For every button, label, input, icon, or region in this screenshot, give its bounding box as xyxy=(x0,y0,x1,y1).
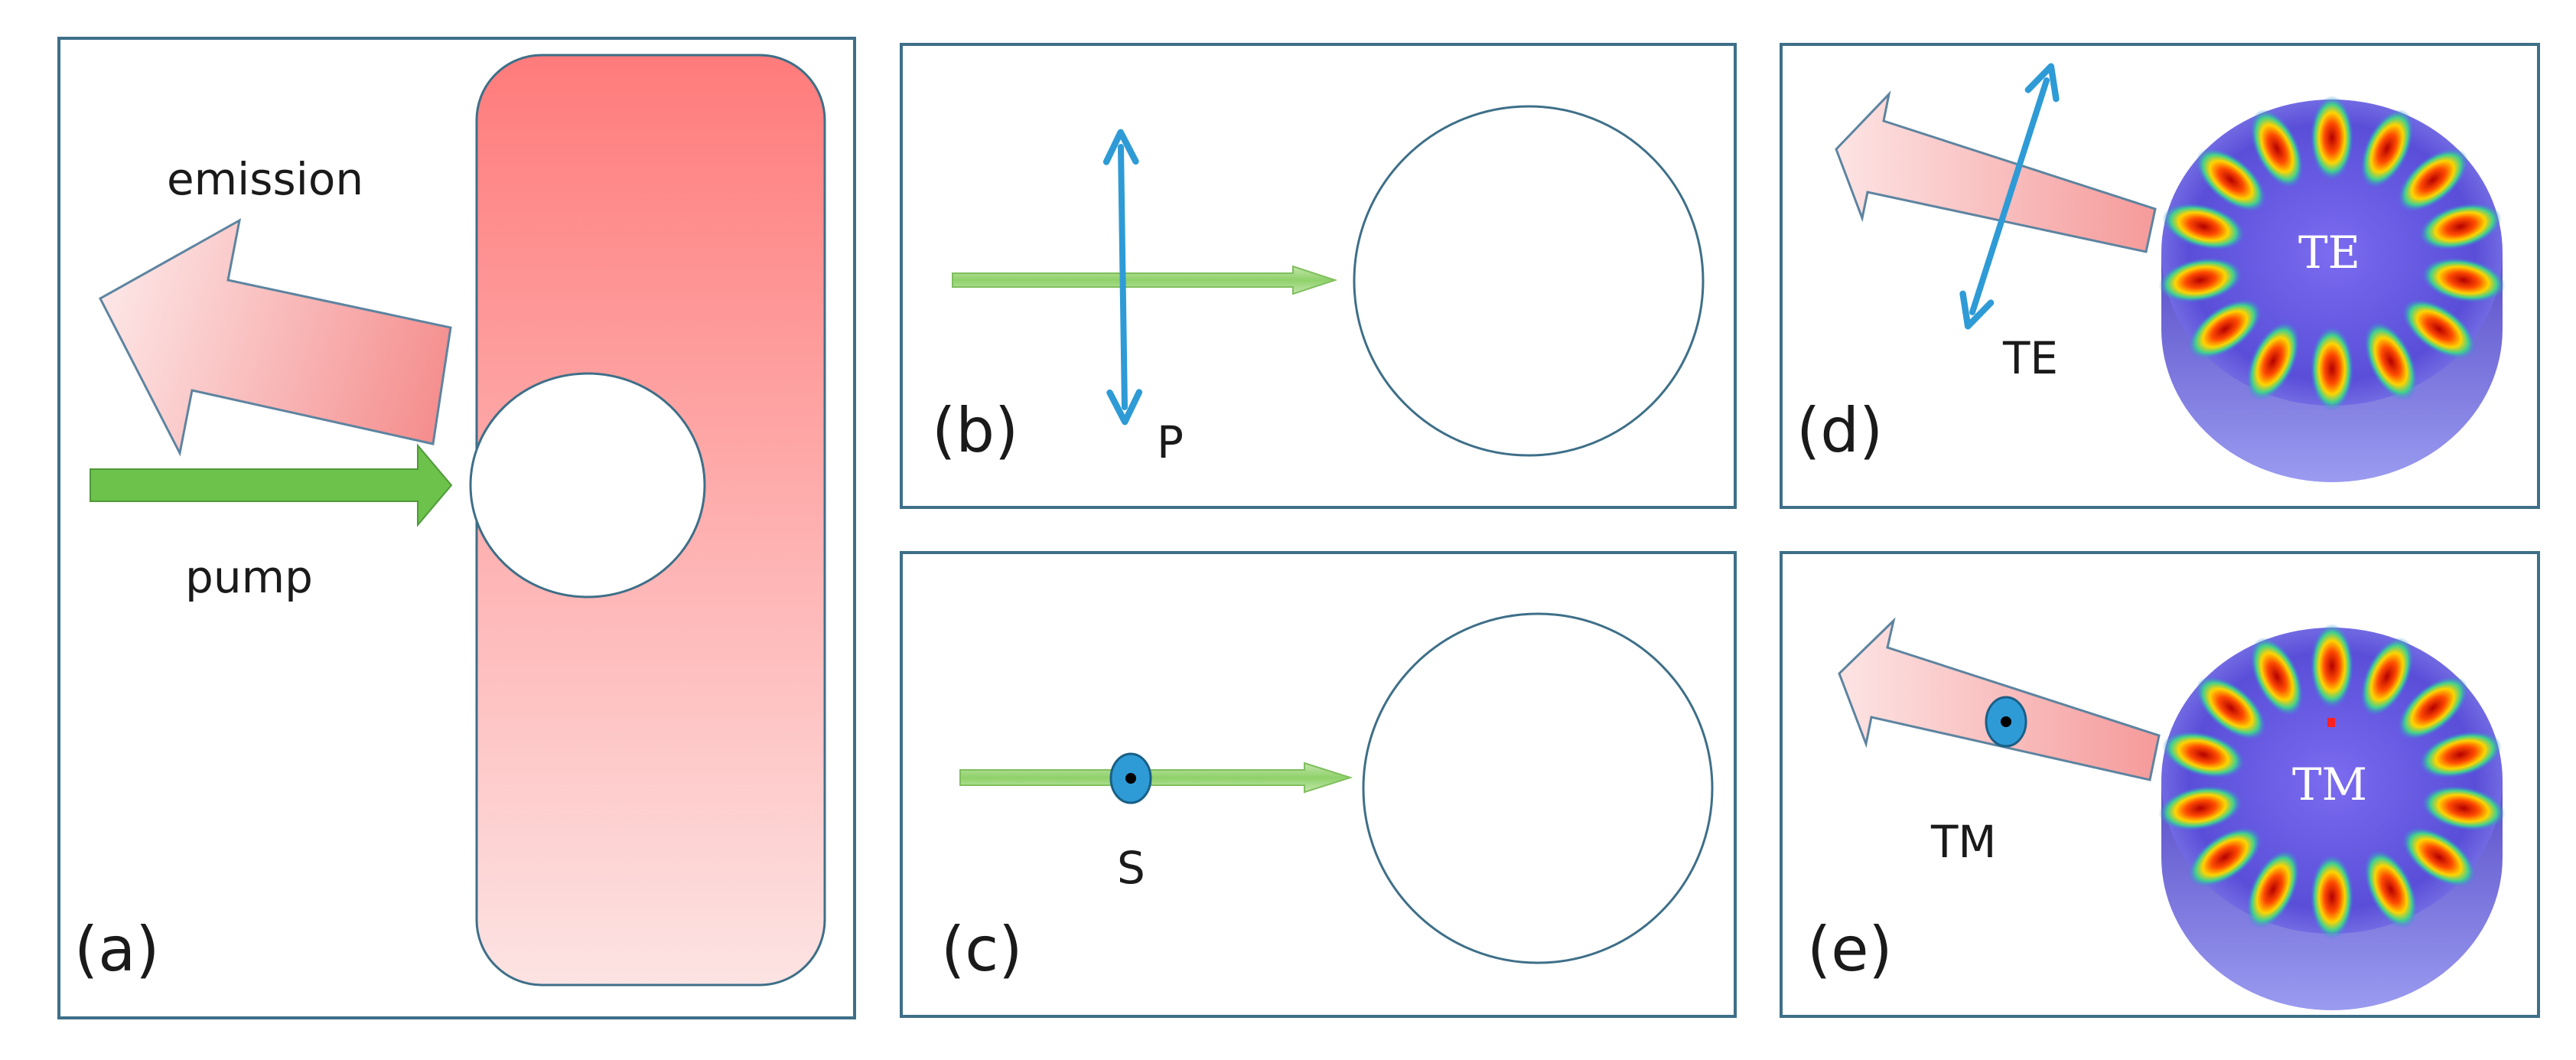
panel-e: TM TM (e) xyxy=(1780,551,2540,1018)
s-label: S xyxy=(1117,842,1145,894)
p-label: P xyxy=(1157,416,1184,468)
panel-c-tag: (c) xyxy=(941,914,1022,985)
pump-beam-c xyxy=(959,762,1353,794)
resonator-circle-b xyxy=(1353,105,1705,457)
te-label: TE xyxy=(2002,332,2058,384)
pump-label: pump xyxy=(185,551,313,603)
p-polarization-arrow xyxy=(1102,129,1143,426)
panel-c: S (c) xyxy=(900,551,1737,1018)
tm-label: TM xyxy=(1930,816,1996,868)
s-polarization-dot xyxy=(1125,773,1136,784)
panel-d-tag: (d) xyxy=(1796,395,1883,466)
tm-microdisk: TM xyxy=(2158,624,2506,1010)
te-polarization-arrow xyxy=(1959,63,2060,330)
emission-arrow xyxy=(99,218,452,457)
tm-disk-label: TM xyxy=(2292,758,2367,810)
panel-d: TE TE (d) xyxy=(1780,43,2540,509)
panel-e-tag: (e) xyxy=(1807,914,1893,985)
te-disk-label: TE xyxy=(2298,227,2360,279)
tm-polarization-dot xyxy=(2001,716,2011,727)
panel-b: P (b) xyxy=(900,43,1737,509)
panel-b-tag: (b) xyxy=(932,395,1018,466)
te-microdisk: TE xyxy=(2158,96,2506,482)
panel-a-tag: (a) xyxy=(74,914,159,985)
tm-center-marker xyxy=(2327,718,2335,727)
resonator-hole xyxy=(469,372,706,598)
te-mode-lobes xyxy=(2158,96,2506,411)
panel-a: emission pump (a) xyxy=(57,37,856,1019)
pump-arrow xyxy=(90,443,453,527)
emission-label: emission xyxy=(167,153,363,205)
tm-mode-lobes xyxy=(2158,624,2506,939)
pump-beam-b xyxy=(952,265,1338,295)
resonator-circle-c xyxy=(1362,612,1714,964)
